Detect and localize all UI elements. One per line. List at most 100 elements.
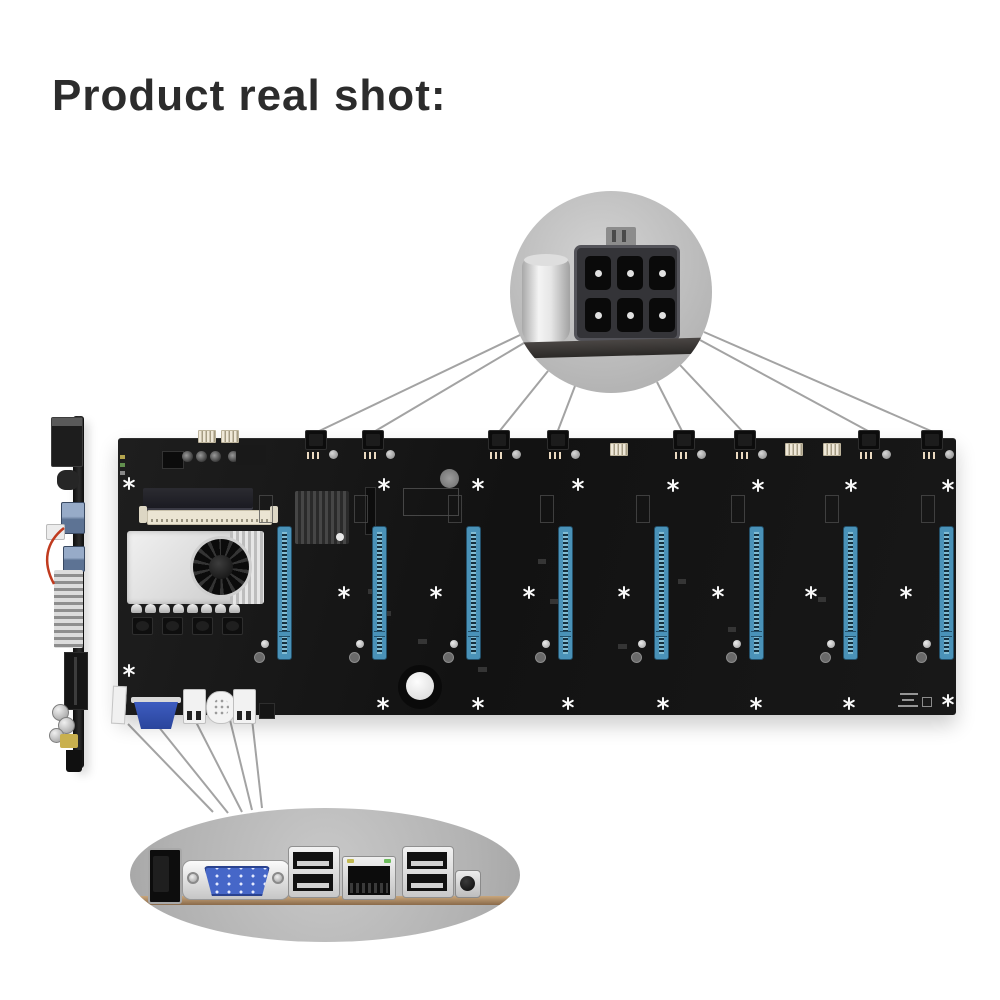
side-round-part — [57, 470, 79, 490]
rj45-jack — [348, 866, 390, 895]
usb-port — [183, 689, 206, 724]
callout-line — [497, 370, 549, 434]
smd-part — [618, 644, 627, 649]
side-yellow-part — [60, 734, 78, 748]
usb-stack — [288, 846, 340, 898]
led — [120, 471, 125, 475]
capacitor — [215, 604, 226, 613]
page-title: Product real shot: — [52, 71, 447, 121]
cmos-battery — [406, 672, 434, 700]
smd-part — [383, 611, 391, 616]
capacitor — [182, 451, 193, 462]
callout-line — [556, 385, 576, 434]
hdmi-port — [148, 848, 182, 904]
smd-part — [728, 627, 736, 632]
pcb-edge-strip — [138, 896, 510, 905]
power-connector-closeup-inset — [510, 191, 712, 393]
callout-line — [195, 721, 243, 813]
callout-line — [699, 339, 869, 432]
side-usb-stack — [61, 502, 85, 534]
smd-part — [818, 597, 826, 602]
connector-metal-tab — [606, 227, 636, 247]
connector-hole — [617, 298, 643, 332]
callout-line — [229, 719, 253, 811]
smd-part — [678, 579, 686, 584]
smd-chip — [236, 445, 266, 465]
lan-led — [347, 859, 354, 863]
side-white-connector — [46, 524, 65, 540]
cmos-battery-socket — [398, 665, 442, 709]
six-pin-power-connector — [574, 245, 680, 341]
sodimm-latch — [139, 506, 147, 523]
side-port-block — [51, 417, 83, 467]
callout-line — [314, 334, 521, 434]
connector-hole — [585, 256, 611, 290]
capacitor — [228, 451, 239, 462]
vrm-choke — [192, 617, 213, 635]
usb-port — [407, 874, 447, 891]
callout-line — [656, 381, 684, 434]
cpu-fan — [190, 536, 252, 598]
smd-part — [418, 639, 427, 644]
capacitor — [229, 604, 240, 613]
vga-screw — [272, 872, 284, 884]
usb-port — [293, 852, 333, 869]
silkscreen-outline — [403, 488, 459, 516]
smd-part — [478, 667, 487, 672]
connector-hole — [617, 256, 643, 290]
capacitor — [145, 604, 156, 613]
usb-port — [233, 689, 256, 724]
usb-port — [293, 874, 333, 891]
callout-line — [251, 718, 263, 809]
motherboard-side-view — [40, 412, 96, 776]
connector-hole — [649, 256, 675, 290]
vga-screw — [187, 872, 199, 884]
sodimm-memory-module — [143, 488, 253, 510]
sodimm-latch — [270, 506, 278, 523]
lan-led — [384, 859, 391, 863]
smd-chip — [162, 451, 184, 469]
smd-part — [550, 599, 558, 604]
usb-stack — [402, 846, 454, 898]
certification-marks — [922, 697, 932, 707]
capacitor — [159, 604, 170, 613]
callout-line — [703, 331, 932, 432]
capacitor — [210, 451, 221, 462]
power-button — [455, 870, 481, 898]
vrm-choke — [222, 617, 243, 635]
buzzer — [440, 469, 459, 488]
connector-hole — [649, 298, 675, 332]
side-slot-block — [64, 652, 88, 710]
certification-marks — [900, 693, 918, 695]
vga-port — [204, 866, 270, 896]
smd-part — [538, 559, 546, 564]
capacitor — [131, 604, 142, 613]
io-bracket — [111, 685, 127, 725]
usb-port — [407, 852, 447, 869]
ethernet-port — [342, 856, 396, 900]
callout-line — [127, 723, 214, 813]
vga-port-lip — [131, 697, 181, 703]
connector-hole — [585, 298, 611, 332]
red-wire — [46, 527, 65, 585]
callout-line — [157, 725, 229, 814]
fan-hub — [209, 555, 233, 579]
certification-marks — [902, 699, 914, 701]
capacitor — [173, 604, 184, 613]
smd-chip — [259, 703, 275, 719]
header-connector — [365, 487, 376, 535]
callout-line — [371, 342, 525, 434]
side-board-tip — [66, 750, 82, 772]
capacitor — [196, 451, 207, 462]
vga-port — [134, 702, 178, 729]
vrm-choke — [162, 617, 183, 635]
capacitor — [201, 604, 212, 613]
callout-line — [679, 364, 745, 434]
vrm-choke — [132, 617, 153, 635]
round-component — [206, 691, 236, 724]
capacitor-closeup — [522, 254, 570, 343]
sodimm-socket — [147, 510, 272, 525]
sticker-dot — [336, 533, 344, 541]
